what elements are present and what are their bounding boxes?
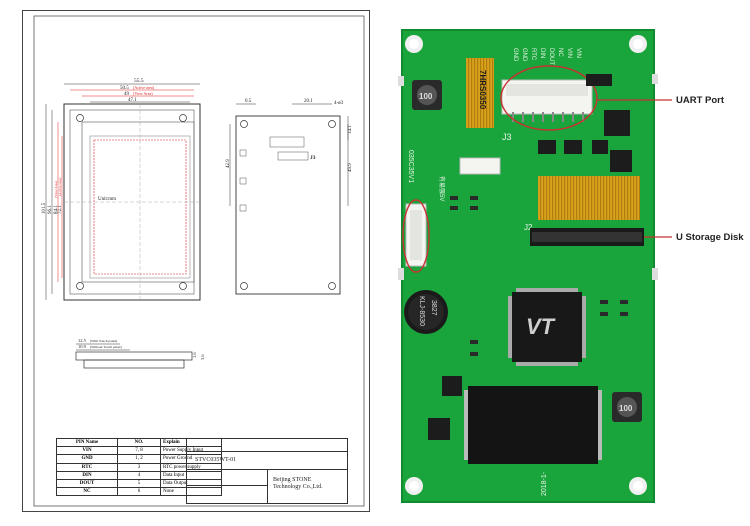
dim-d4: 47.1 xyxy=(128,98,137,103)
dim-d15-note: (With Touch panel) xyxy=(90,339,118,343)
pin-name: GND xyxy=(56,454,118,464)
model-number: STVC035WT-01 xyxy=(195,457,237,463)
company-name: Beijing STONE Technology Co.,Ltd. xyxy=(273,477,343,491)
pin-table-header-cell: NO. xyxy=(117,437,161,448)
dim-d10: 20.1 xyxy=(304,99,313,104)
dim-d12: 14.1 xyxy=(348,125,353,134)
inner-frame xyxy=(33,15,365,507)
dim-d5: 101.5 xyxy=(42,202,47,214)
dim-d9: 0.5 xyxy=(245,99,252,104)
pin-name: NC xyxy=(56,487,118,497)
pin-name: DOUT xyxy=(56,478,118,489)
back-view: J3 0.5 20.1 4-ø3 14.1 42.9 49.9 xyxy=(226,99,353,295)
pin-name: RTC xyxy=(56,462,118,472)
pin-no: 6 xyxy=(117,487,161,497)
pin-no: 1, 2 xyxy=(117,454,161,464)
dim-d15: 12.5 xyxy=(78,338,87,343)
dim-d3-note: (View Area) xyxy=(133,91,153,96)
dim-d11: 4-ø3 xyxy=(334,101,344,106)
title-block: STVC035WT-01 Beijing STONE Technology Co… xyxy=(186,438,348,504)
dim-d2: 50.5 xyxy=(120,86,129,91)
pin-name: DIN xyxy=(56,470,118,480)
dim-d7: 84.1 xyxy=(54,205,59,214)
connector-label: J3 xyxy=(310,155,316,161)
back-outline xyxy=(235,115,341,295)
company-line-2: Technology Co.,Ltd. xyxy=(273,484,323,490)
front-view: 55.5 50.5 (Active area) 49 (View Area) 4… xyxy=(42,78,201,301)
pin-table: PIN Name NO. Explain VIN 7, 8 Power Supp… xyxy=(56,437,222,497)
pin-name: VIN xyxy=(56,446,118,456)
company-line-1: Beijing STONE xyxy=(273,477,312,483)
dim-d16: 10.9 xyxy=(78,344,87,349)
pin-no: 3 xyxy=(117,462,161,472)
dim-d7-note: (View Area) xyxy=(54,180,58,198)
dim-d17: 1.6 xyxy=(192,352,197,358)
dim-d13: 42.9 xyxy=(226,159,231,168)
dim-d18: 3.6 xyxy=(200,354,205,360)
dim-d2-note: (Active area) xyxy=(133,85,155,90)
pin-no: 5 xyxy=(117,478,161,489)
pin-no: 7, 8 xyxy=(117,446,161,456)
dim-d8: 72.1 xyxy=(58,205,63,214)
pin-no: 4 xyxy=(117,470,161,480)
pin-table-header-cell: PIN Name xyxy=(56,437,118,448)
dim-d6: 96.1 xyxy=(48,205,53,214)
dim-d16-note: (Without Touch panel) xyxy=(90,345,122,349)
dim-d14: 49.9 xyxy=(348,163,353,172)
dim-d8-note: (Active area) xyxy=(58,177,62,196)
drawing-sheet xyxy=(22,10,370,512)
unit-label: Unit:mm xyxy=(98,197,116,202)
pin-explain: None xyxy=(160,487,222,497)
table-row: NC 6 None xyxy=(56,487,222,497)
dim-d3: 49 xyxy=(124,92,130,97)
side-view: 12.5 (With Touch panel) 10.9 (Without To… xyxy=(75,338,205,369)
dim-d1: 55.5 xyxy=(134,78,144,84)
